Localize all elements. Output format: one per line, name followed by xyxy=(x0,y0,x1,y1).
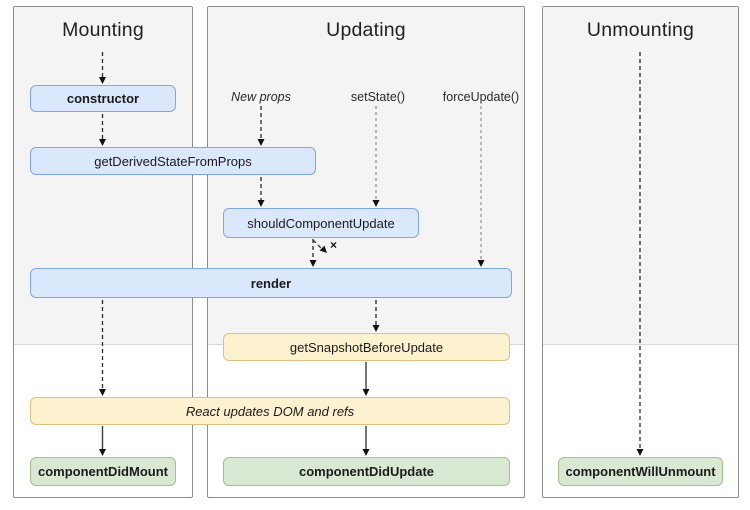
component-will-unmount-box[interactable]: componentWillUnmount xyxy=(558,457,723,486)
component-did-update-box[interactable]: componentDidUpdate xyxy=(223,457,510,486)
should-component-update-box[interactable]: shouldComponentUpdate xyxy=(223,208,419,238)
updating-column-title: Updating xyxy=(326,19,406,41)
mounting-column-title: Mounting xyxy=(62,19,144,41)
unmounting-column-panel xyxy=(542,6,739,498)
get-snapshot-before-update-box[interactable]: getSnapshotBeforeUpdate xyxy=(223,333,510,361)
unmounting-column-title: Unmounting xyxy=(586,19,695,41)
render-box[interactable]: render xyxy=(30,268,512,298)
constructor-box[interactable]: constructor xyxy=(30,85,176,112)
setstate-label: setState() xyxy=(350,90,406,104)
component-did-mount-box[interactable]: componentDidMount xyxy=(30,457,176,486)
react-updates-dom-box: React updates DOM and refs xyxy=(30,397,510,425)
new-props-label: New props xyxy=(231,90,291,104)
get-derived-state-from-props-box[interactable]: getDerivedStateFromProps xyxy=(30,147,316,175)
forceupdate-label: forceUpdate() xyxy=(442,90,520,104)
unmounting-render-phase-area xyxy=(543,7,738,345)
skip-render-x-mark: × xyxy=(330,238,338,252)
